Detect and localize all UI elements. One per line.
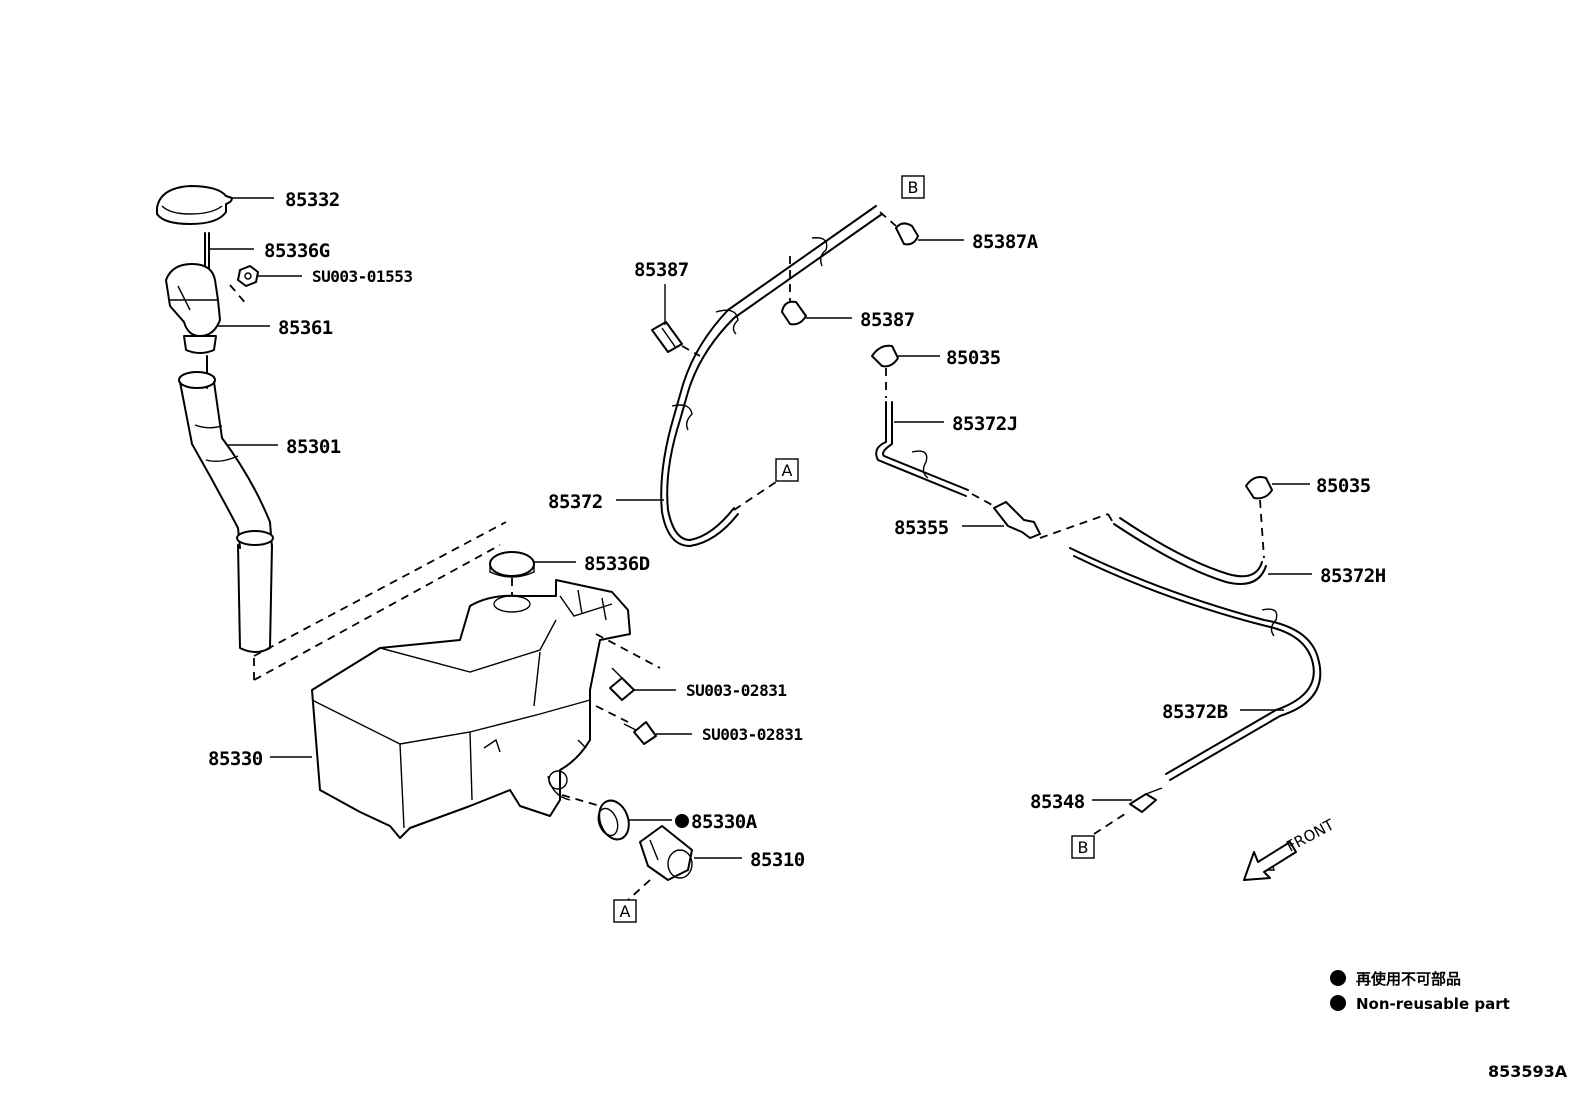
legend-en: Non-reusable part	[1356, 995, 1510, 1013]
label-85330: 85330	[208, 748, 263, 770]
label-85372: 85372	[548, 491, 603, 513]
clip-SU003-01553	[237, 265, 259, 287]
label-85348: 85348	[1030, 791, 1085, 813]
label-85332: 85332	[285, 189, 340, 211]
label-SU003-02831-a: SU003-02831	[686, 681, 786, 700]
label-SU003-02831-b: SU003-02831	[702, 725, 802, 744]
tank-85330	[311, 579, 631, 839]
label-85372J: 85372J	[952, 413, 1018, 435]
label-85387A: 85387A	[972, 231, 1039, 253]
grommet-85336D	[489, 551, 535, 578]
diagram-id: 853593A	[1488, 1062, 1568, 1081]
label-85361: 85361	[278, 317, 333, 339]
legend-jp: 再使用不可部品	[1356, 970, 1461, 988]
hose-85372B	[1069, 547, 1322, 781]
non-reusable-dot-icon	[675, 814, 689, 828]
connector-a-bottom: A	[613, 899, 637, 923]
label-85035-left: 85035	[946, 347, 1001, 369]
clip-85387-right	[781, 300, 807, 326]
screw-SU003-02831-a	[609, 667, 635, 701]
front-arrow-icon	[1243, 841, 1297, 881]
svg-text:B: B	[908, 178, 919, 197]
svg-text:A: A	[782, 461, 793, 480]
label-85336D: 85336D	[584, 553, 650, 575]
hose-85372J	[875, 401, 969, 497]
cap-85332	[156, 185, 233, 225]
neck-85361	[165, 263, 221, 354]
joint-85348	[1129, 787, 1163, 813]
label-SU003-01553: SU003-01553	[312, 267, 412, 286]
legend-dot-icon-jp	[1330, 970, 1346, 986]
connector-b-top: B	[901, 175, 925, 199]
hose-85372H	[1113, 517, 1267, 585]
label-85372B: 85372B	[1162, 701, 1228, 723]
nozzle-85035-left	[871, 344, 899, 368]
screw-SU003-02831-b	[623, 721, 657, 745]
connector-a-top: A	[775, 458, 799, 482]
label-85387-left: 85387	[634, 259, 689, 281]
front-label: FRONT	[1283, 815, 1337, 855]
pump-85310	[639, 825, 693, 881]
label-85035-right: 85035	[1316, 475, 1371, 497]
pipe-85301	[178, 371, 274, 653]
label-85355: 85355	[894, 517, 949, 539]
label-85336G: 85336G	[264, 240, 330, 262]
label-85387-right: 85387	[860, 309, 915, 331]
check-valve-85355	[993, 501, 1041, 539]
connector-b-bottom: B	[1071, 835, 1095, 859]
label-85372H: 85372H	[1320, 565, 1386, 587]
label-85330A: 85330A	[691, 811, 758, 833]
label-85301: 85301	[286, 436, 341, 458]
clip-85387-left	[651, 321, 683, 353]
legend-dot-icon-en	[1330, 995, 1346, 1011]
svg-text:A: A	[620, 902, 631, 921]
svg-text:B: B	[1078, 838, 1089, 857]
clip-85387A	[895, 222, 919, 246]
nozzle-85035-right	[1245, 476, 1273, 500]
label-85310: 85310	[750, 849, 805, 871]
grommet-85330A	[597, 799, 630, 841]
